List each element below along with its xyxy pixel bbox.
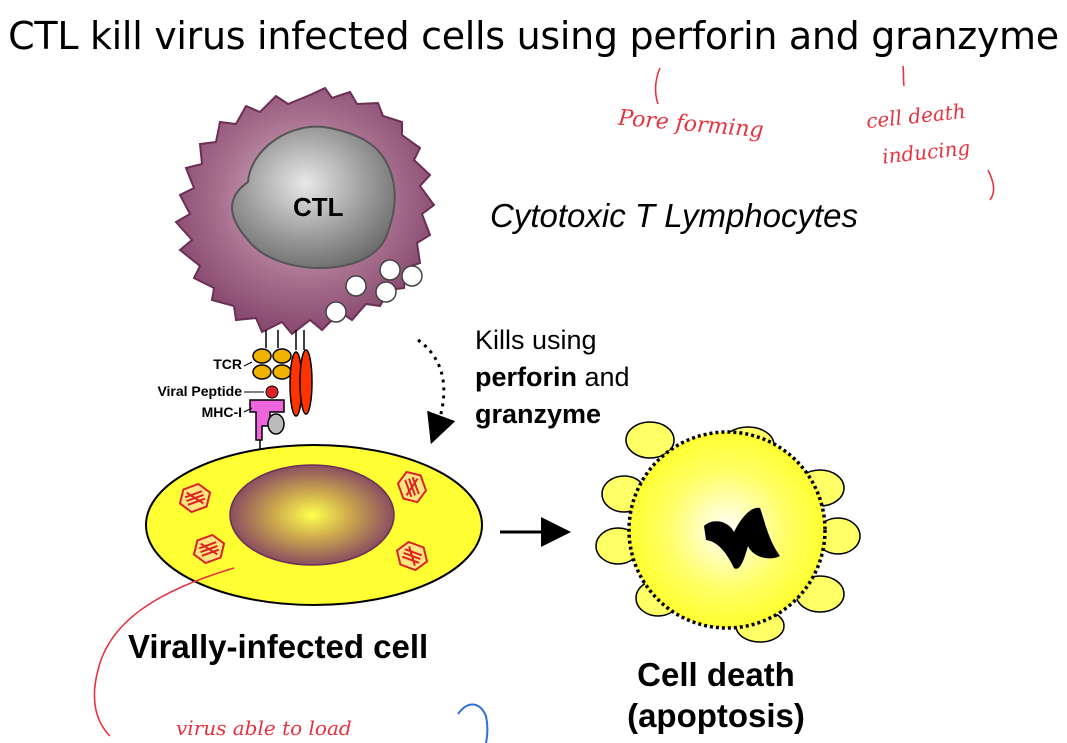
cell-death-label: Cell death (apoptosis) xyxy=(606,654,826,736)
virus-particles xyxy=(178,470,429,572)
ctl-label: CTL xyxy=(293,192,344,222)
infected-cell xyxy=(145,444,483,606)
fragmented-nucleus xyxy=(704,507,780,569)
handwritten-annotations xyxy=(93,65,995,737)
cd8-coreceptor xyxy=(289,330,313,417)
perforin-term: perforin xyxy=(475,362,578,392)
ctl-nucleus xyxy=(231,125,396,270)
kills-line1: Kills using xyxy=(475,325,597,355)
tcr-label: TCR xyxy=(213,356,242,372)
annotation-bottom: virus able to load xyxy=(176,716,352,740)
kills-text: Kills using perforin and granzyme xyxy=(475,322,630,433)
slide-title: CTL kill virus infected cells using perf… xyxy=(8,14,1059,58)
mhc-label: MHC-I xyxy=(201,404,242,420)
tcr-receptor xyxy=(252,330,292,380)
apoptotic-cell xyxy=(595,421,861,643)
and-word: and xyxy=(577,362,630,392)
cell-death-line2: (apoptosis) xyxy=(627,697,805,734)
cell-death-line1: Cell death xyxy=(637,656,795,693)
granzyme-term: granzyme xyxy=(475,399,602,429)
infected-cell-label: Virally-infected cell xyxy=(128,628,429,665)
cytotoxic-label: Cytotoxic T Lymphocytes xyxy=(490,197,859,234)
viral-peptide xyxy=(265,385,279,399)
viral-peptide-label: Viral Peptide xyxy=(157,383,242,399)
kill-arrow xyxy=(417,338,456,445)
mhc-molecule xyxy=(249,399,285,452)
ctl-granules xyxy=(325,259,423,323)
blue-pen-stroke xyxy=(457,703,489,743)
